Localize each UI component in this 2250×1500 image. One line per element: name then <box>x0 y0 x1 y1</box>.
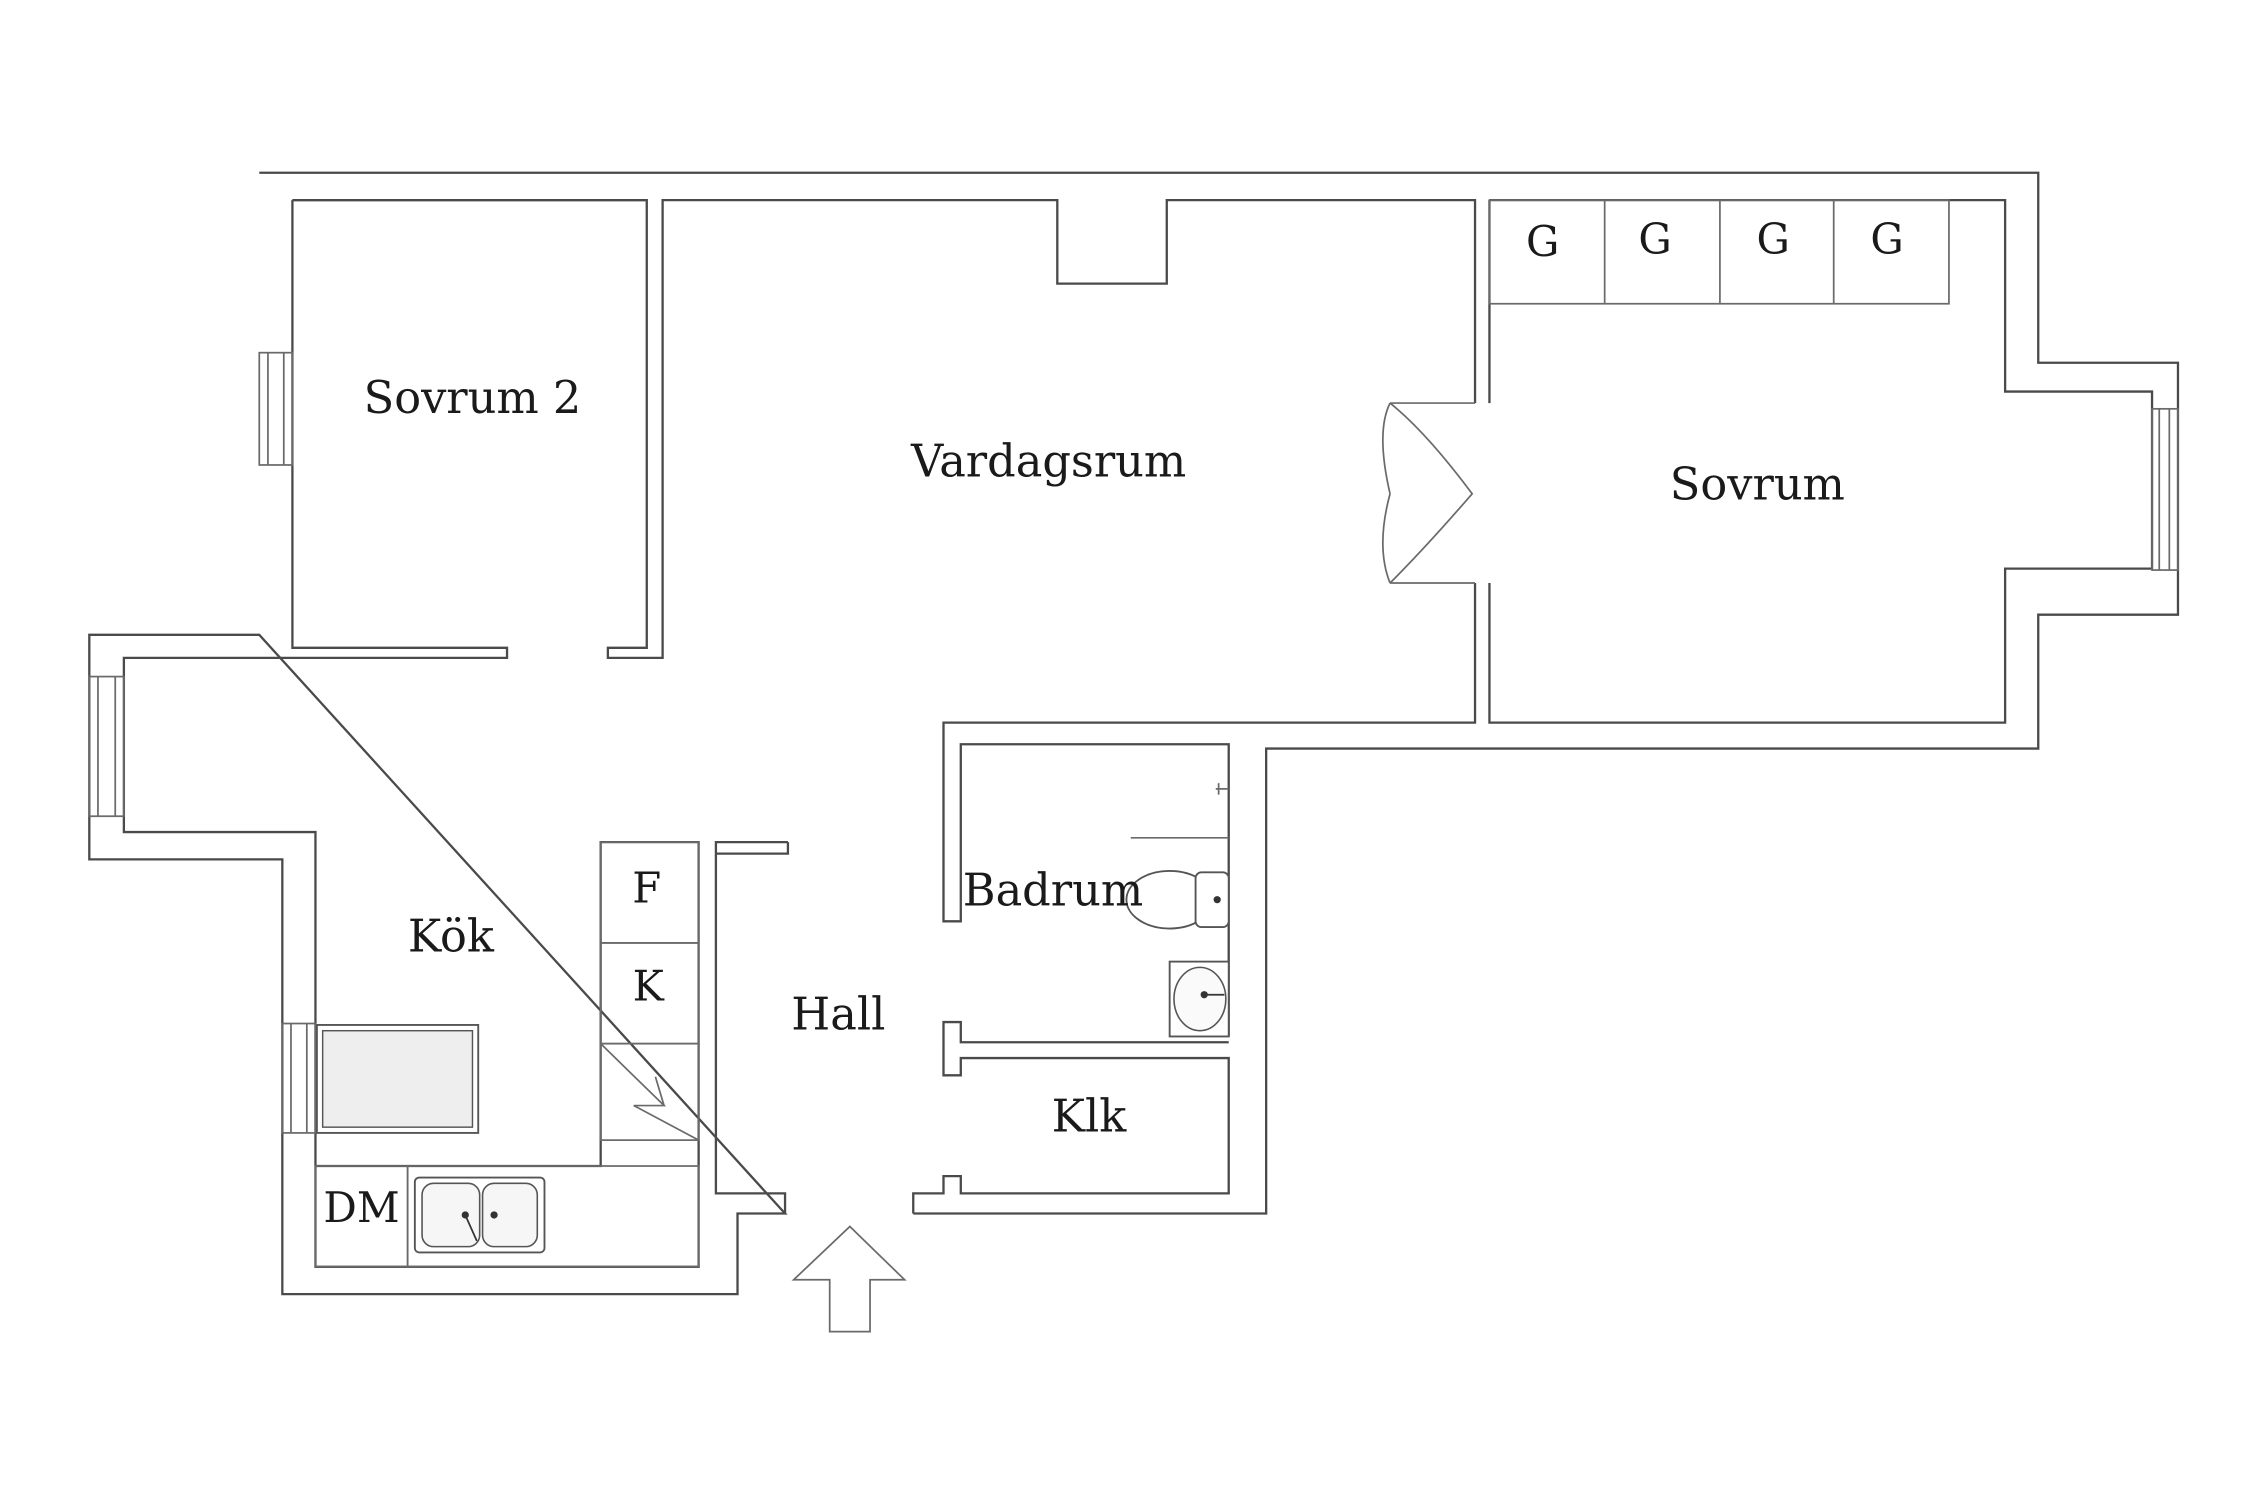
closet-label-2: G <box>1638 214 1671 263</box>
freezer-label: K <box>633 961 665 1010</box>
sovrum2-wall-right <box>292 198 1477 660</box>
entrance-arrow-icon <box>791 1225 907 1333</box>
window-kok <box>281 1022 317 1134</box>
room-label-klk: Klk <box>1052 1090 1128 1142</box>
closet-label-3: G <box>1757 214 1790 263</box>
double-door[interactable] <box>1381 402 1474 584</box>
fridge-label: F <box>632 864 661 913</box>
double-sink-icon <box>413 1176 546 1254</box>
counter-sink <box>406 1165 700 1268</box>
electric-cabinet <box>599 1042 700 1141</box>
window-sovrum2 <box>258 351 294 466</box>
room-label-vardagsrum: Vardagsrum <box>910 436 1186 488</box>
shower-head-icon <box>1215 783 1229 795</box>
bedroom-wall-left <box>942 583 1477 1037</box>
closet-label-1: G <box>1526 217 1559 266</box>
dishwasher-label: DM <box>323 1183 399 1232</box>
closet-label-4: G <box>1870 214 1903 263</box>
room-label-kok: Kök <box>408 911 495 963</box>
hall-wall <box>714 840 1230 1214</box>
room-label-hall: Hall <box>791 988 885 1040</box>
stove-icon <box>315 1024 480 1134</box>
room-label-badrum: Badrum <box>963 864 1143 916</box>
outer-wall <box>88 171 2180 1296</box>
room-label-sovrum2: Sovrum 2 <box>364 372 582 424</box>
electric-icon <box>600 1043 700 1141</box>
sink-icon <box>1168 960 1230 1038</box>
room-label-sovrum: Sovrum <box>1670 459 1845 511</box>
window-sovrum <box>2151 407 2179 571</box>
toilet-icon <box>1125 869 1230 930</box>
window-kitchen <box>88 675 125 818</box>
